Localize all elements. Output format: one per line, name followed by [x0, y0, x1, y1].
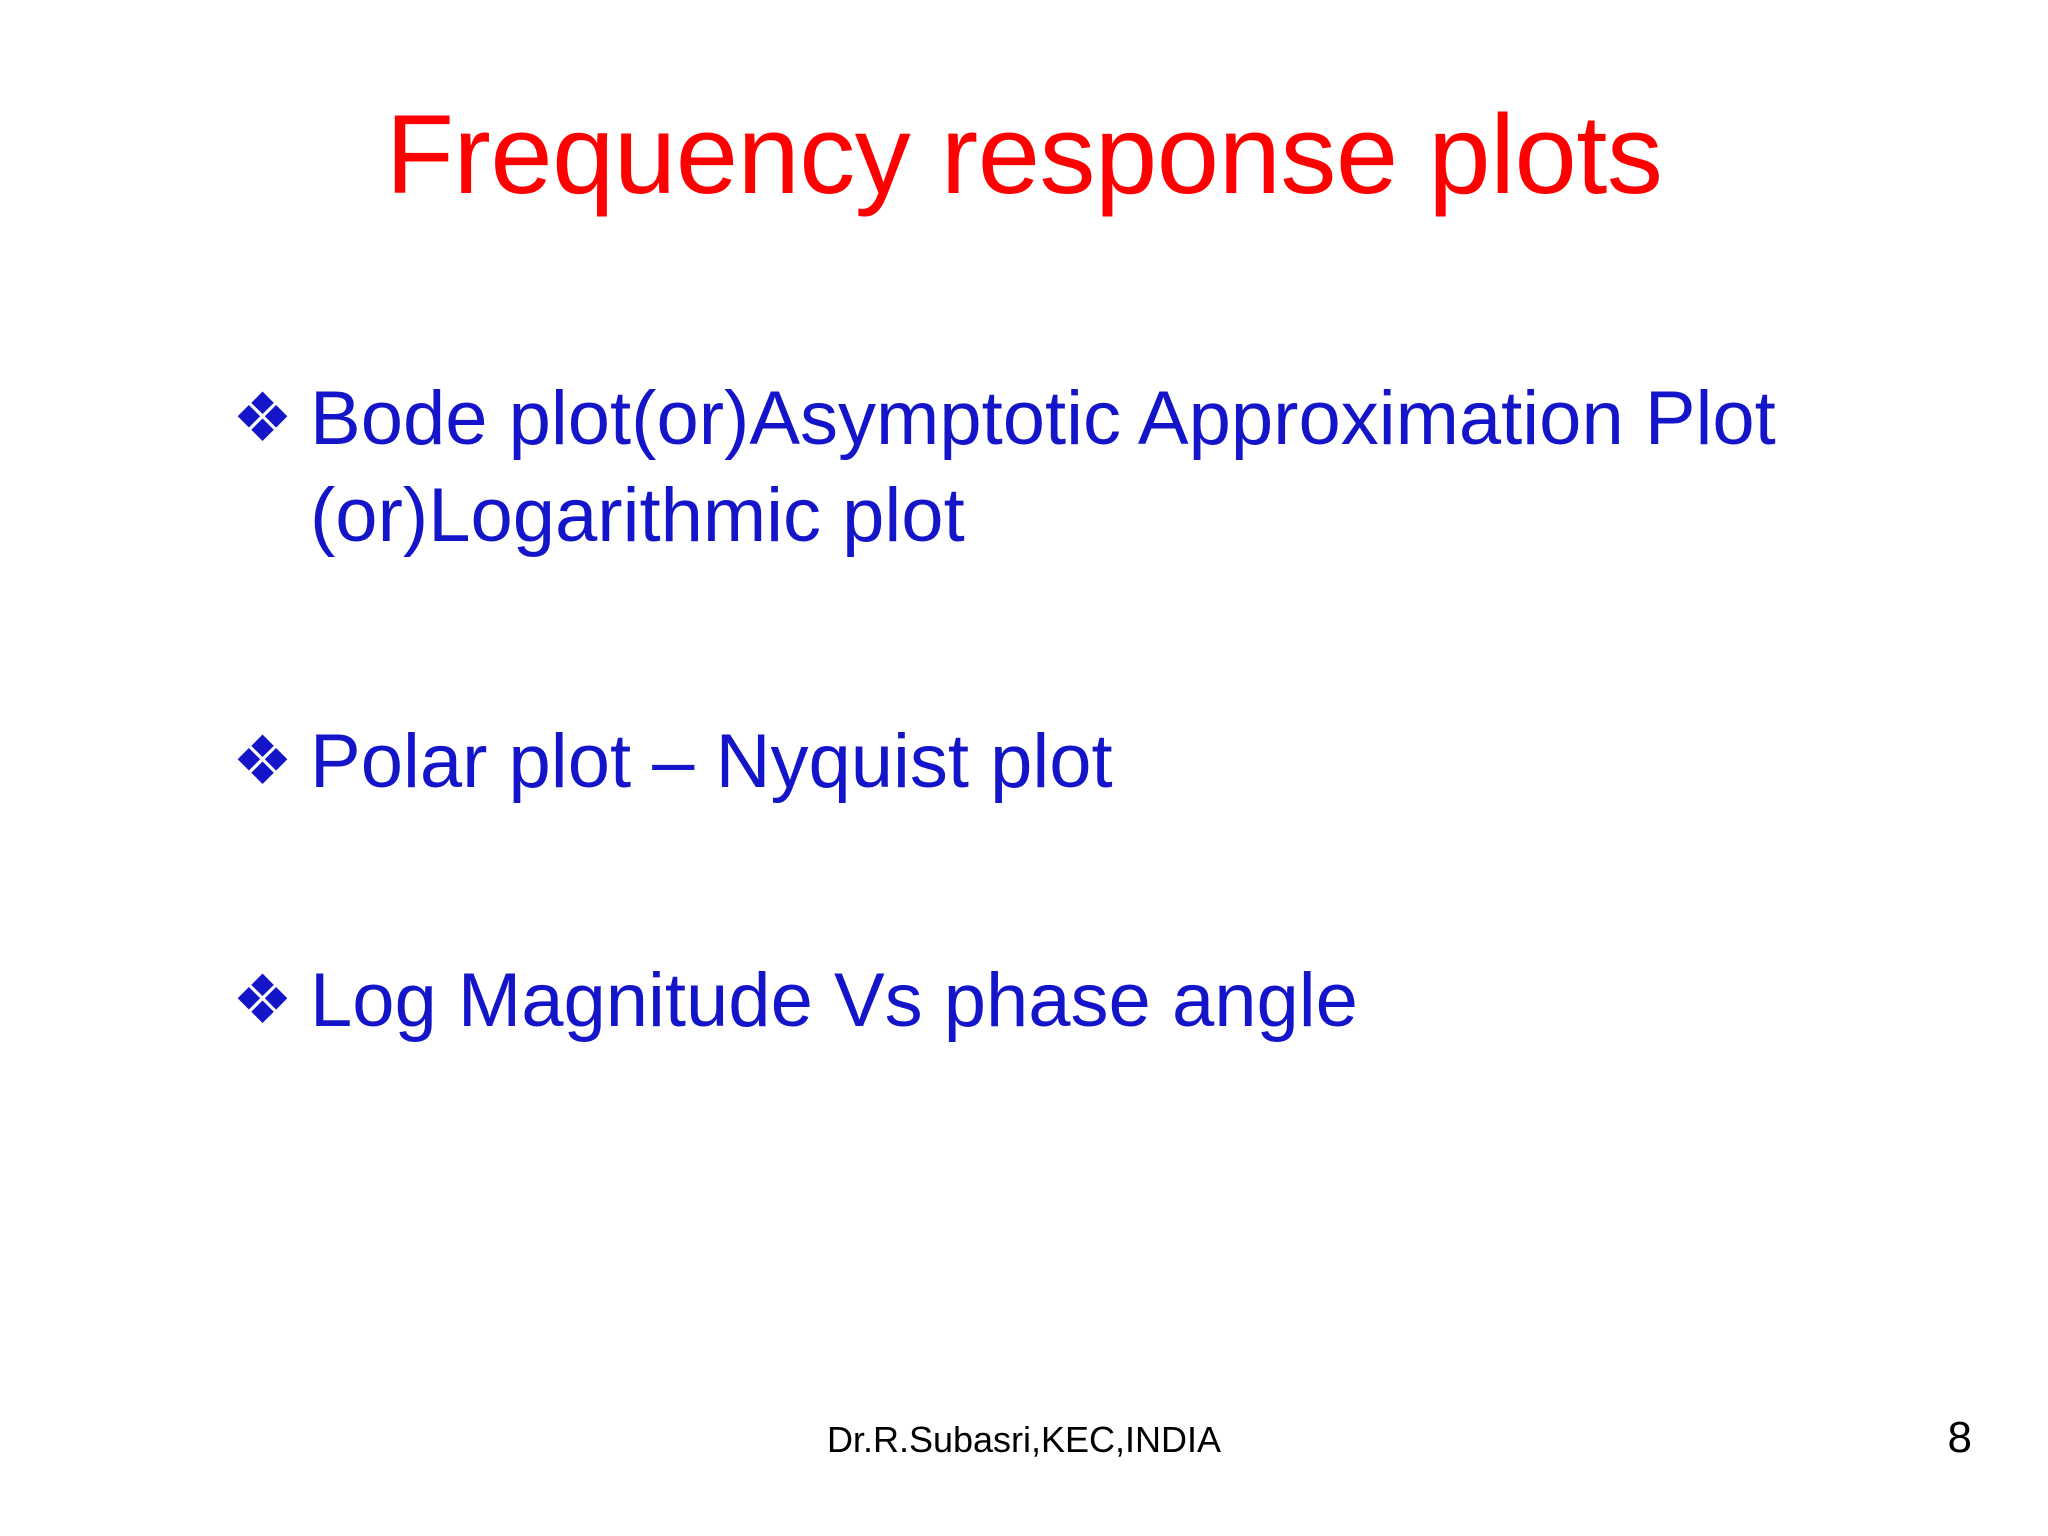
list-item-label: Bode plot(or)Asymptotic Approximation Pl… [310, 376, 1776, 559]
diamond-bullet-icon: ❖ [232, 722, 293, 799]
diamond-bullet-icon: ❖ [232, 961, 293, 1038]
bullet-list: ❖Bode plot(or)Asymptotic Approximation P… [232, 370, 1932, 1049]
list-item-label: Log Magnitude Vs phase angle [310, 957, 1358, 1043]
list-item: ❖Bode plot(or)Asymptotic Approximation P… [232, 370, 1932, 565]
diamond-bullet-icon: ❖ [232, 380, 293, 456]
page-title: Frequency response plots [385, 92, 1663, 217]
slide-page-number: 8 [1947, 1413, 1972, 1462]
footer-credit: Dr.R.Subasri,KEC,INDIA [826, 1419, 1222, 1460]
spacer [232, 565, 1932, 713]
list-item: ❖Log Magnitude Vs phase angle [232, 952, 1932, 1049]
list-item-label: Polar plot – Nyquist plot [310, 718, 1113, 804]
list-item: ❖Polar plot – Nyquist plot [232, 713, 1932, 810]
spacer [232, 810, 1932, 952]
